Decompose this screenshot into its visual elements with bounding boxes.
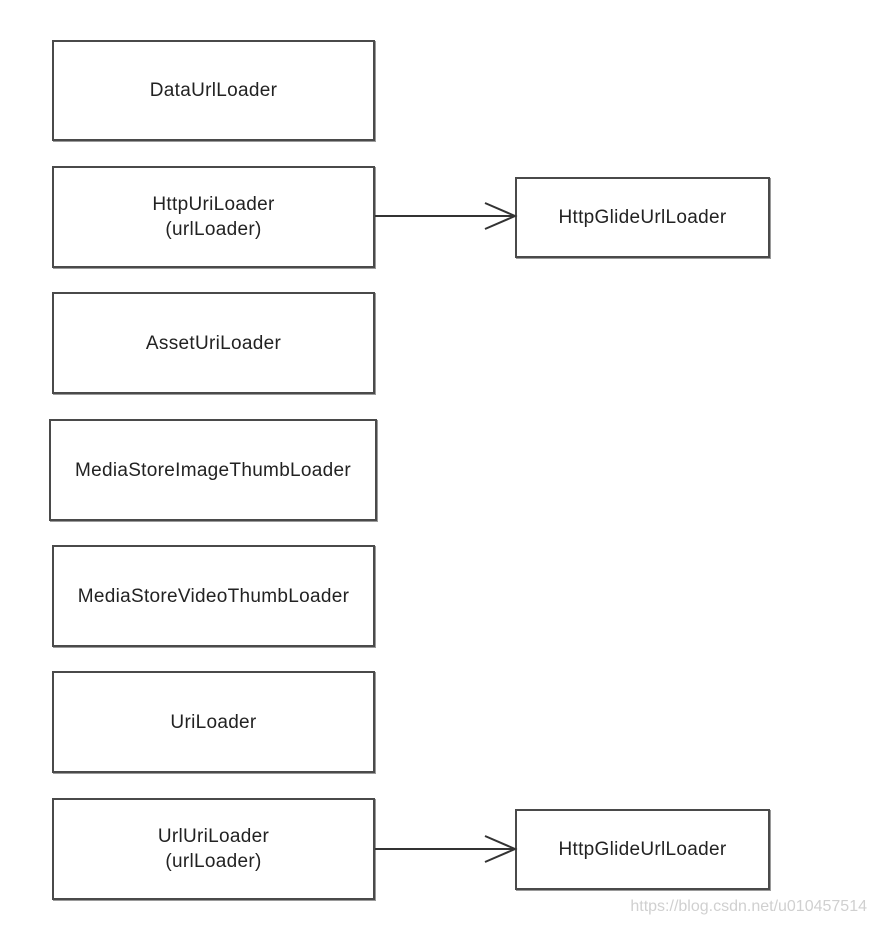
media-store-image-thumb-loader-label: MediaStoreImageThumbLoader xyxy=(74,459,352,481)
data-url-loader-box: DataUrlLoader xyxy=(52,40,375,141)
http-uri-loader-box: HttpUriLoader (urlLoader) xyxy=(52,166,375,268)
url-uri-loader-label: UrlUriLoader xyxy=(157,826,270,847)
asset-uri-loader-box: AssetUriLoader xyxy=(52,292,375,394)
url-uri-loader-box: UrlUriLoader (urlLoader) xyxy=(52,798,375,900)
media-store-video-thumb-loader-box: MediaStoreVideoThumbLoader xyxy=(52,545,375,647)
url-uri-loader-sublabel: (urlLoader) xyxy=(165,851,262,872)
uri-loader-label: UriLoader xyxy=(170,711,257,733)
http-glide-url-loader-box-2: HttpGlideUrlLoader xyxy=(515,809,770,890)
media-store-image-thumb-loader-box: MediaStoreImageThumbLoader xyxy=(49,419,377,521)
arrow-http-to-glide xyxy=(375,202,518,230)
http-glide-url-loader-label-1: HttpGlideUrlLoader xyxy=(558,207,727,228)
http-uri-loader-sublabel: (urlLoader) xyxy=(165,219,262,240)
http-uri-loader-label: HttpUriLoader xyxy=(152,194,275,215)
uri-loader-box: UriLoader xyxy=(52,671,375,773)
asset-uri-loader-label: AssetUriLoader xyxy=(145,332,282,354)
arrow-url-to-glide xyxy=(375,835,518,863)
http-glide-url-loader-label-2: HttpGlideUrlLoader xyxy=(558,839,727,860)
http-glide-url-loader-box-1: HttpGlideUrlLoader xyxy=(515,177,770,258)
data-url-loader-label: DataUrlLoader xyxy=(149,80,278,101)
media-store-video-thumb-loader-label: MediaStoreVideoThumbLoader xyxy=(77,585,350,607)
watermark-text: https://blog.csdn.net/u010457514 xyxy=(630,898,867,915)
